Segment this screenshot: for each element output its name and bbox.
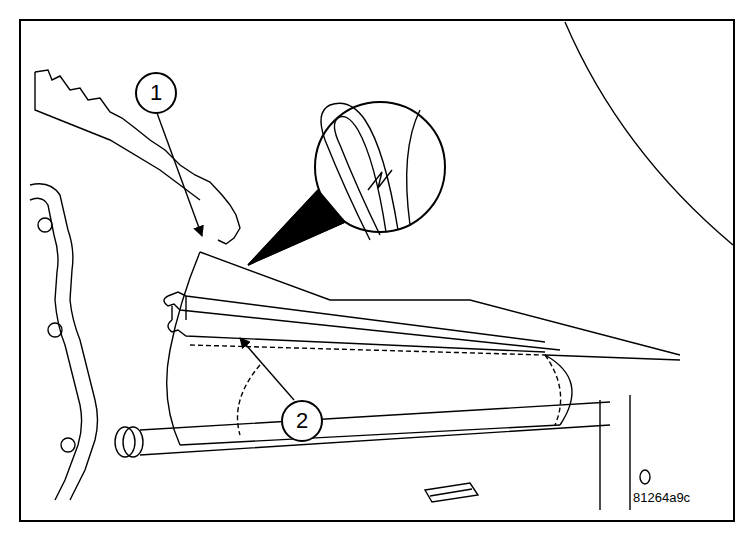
callout-circle: 1 (135, 72, 177, 114)
callout-number: 2 (296, 410, 308, 432)
callout-circle: 2 (281, 400, 323, 442)
figure-number: 81264a9c (632, 490, 691, 505)
callout-number: 1 (150, 82, 162, 104)
